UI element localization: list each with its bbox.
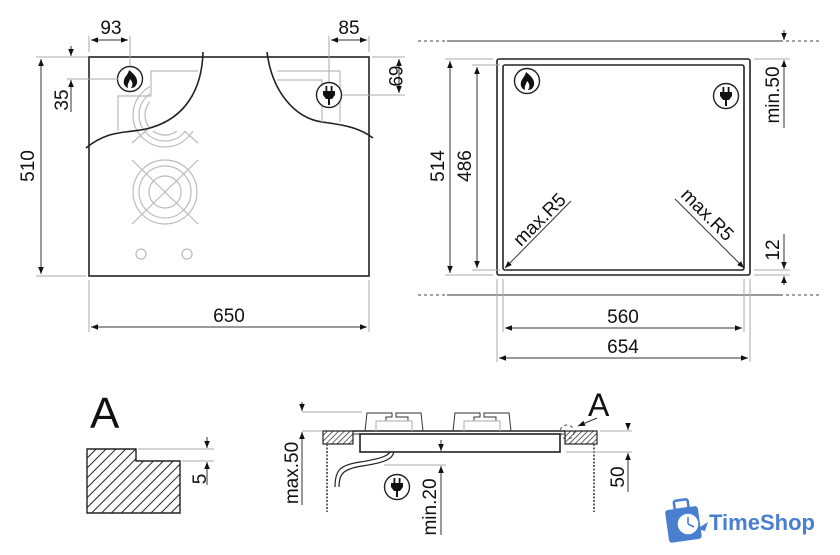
knob-icon — [181, 248, 193, 260]
worktop-right — [564, 430, 598, 445]
dim-min-rear: min.50 — [763, 66, 784, 123]
logo-text: TimeShop — [709, 510, 815, 535]
dim-elec-x: 85 — [338, 18, 359, 39]
timeshop-logo[interactable]: TimeShop — [665, 498, 815, 543]
hob-body — [359, 433, 561, 453]
detail-a: A 5 — [86, 389, 214, 514]
detail-a-title: A — [90, 389, 120, 438]
dim-gas-x: 93 — [100, 18, 121, 39]
knob-icon — [135, 248, 147, 260]
worktop-left — [322, 430, 354, 445]
dim-step: 5 — [190, 474, 211, 485]
gas-flame-icon — [513, 67, 541, 95]
dim-height: 510 — [18, 150, 39, 182]
dim-outer-width: 654 — [607, 337, 639, 358]
dim-width: 650 — [213, 306, 245, 327]
cutout-outer — [496, 58, 751, 276]
dim-inner-height: 486 — [455, 150, 476, 182]
electric-plug-icon — [712, 82, 740, 110]
cutout-inner — [502, 64, 745, 271]
top-view: 93 85 35 69 510 650 — [18, 18, 405, 332]
dim-gas-y: 35 — [52, 89, 73, 110]
burner-front-icon — [131, 159, 199, 225]
electric-plug-icon — [315, 81, 343, 109]
side-view: A max.50 min.20 50 — [282, 387, 632, 536]
gas-flame-icon — [116, 65, 144, 93]
dim-inner-width: 560 — [607, 307, 639, 328]
clock-bag-icon — [665, 498, 708, 543]
radius-right: max.R5 — [676, 185, 737, 246]
dim-max-height: max.50 — [282, 442, 303, 504]
dim-min-clearance: min.20 — [420, 478, 441, 535]
detail-callout: A — [588, 387, 610, 423]
dim-worktop: 50 — [608, 466, 629, 487]
worktop-section — [86, 448, 181, 514]
dim-outer-height: 514 — [428, 150, 449, 182]
dim-front-gap: 12 — [763, 239, 784, 260]
hob-outline — [88, 56, 370, 277]
electric-plug-icon — [383, 473, 411, 501]
dim-elec-y: 69 — [384, 65, 405, 86]
radius-left: max.R5 — [510, 190, 571, 251]
cutout-view: max.R5 max.R5 514 486 min.50 12 560 654 — [418, 30, 820, 362]
